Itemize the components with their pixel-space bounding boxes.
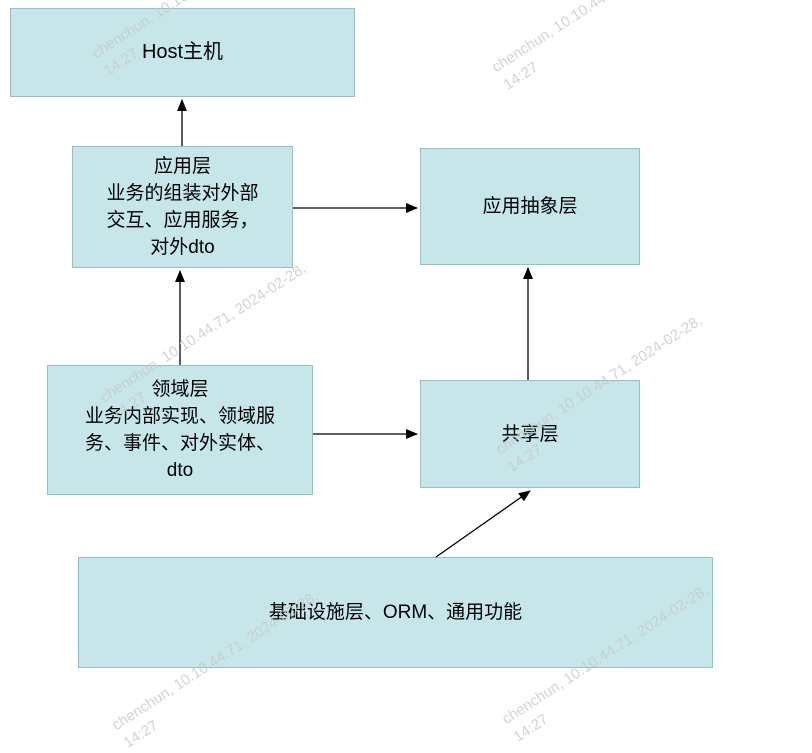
node-infrastructure-layer: 基础设施层、ORM、通用功能 — [78, 557, 713, 668]
node-domain-layer: 领域层 业务内部实现、领域服 务、事件、对外实体、 dto — [47, 365, 313, 495]
diagram-canvas: { "nodes": { "host": { "label": "Host主机"… — [10, 0, 713, 752]
arrow-infrastructure-to-shared — [435, 490, 531, 558]
node-host: Host主机 — [10, 8, 355, 97]
node-application-layer: 应用层 业务的组装对外部 交互、应用服务， 对外dto — [72, 146, 293, 268]
arrows-layer — [175, 99, 533, 558]
node-shared-layer: 共享层 — [420, 380, 640, 488]
node-application-abstraction-layer: 应用抽象层 — [420, 148, 640, 265]
